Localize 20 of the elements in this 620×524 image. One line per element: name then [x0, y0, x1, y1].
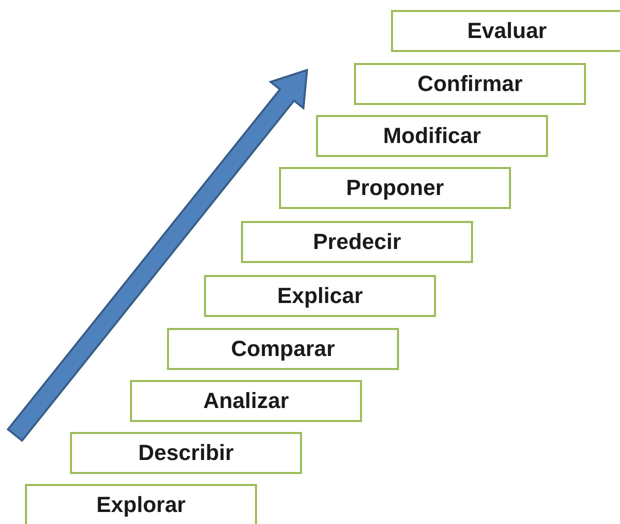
step-label: Explorar: [96, 492, 186, 518]
step-label: Confirmar: [417, 71, 523, 97]
step-label: Analizar: [203, 388, 289, 414]
step-box: [167, 328, 399, 370]
step-label: Evaluar: [467, 18, 547, 44]
step-box: [25, 484, 257, 524]
step-label: Comparar: [231, 336, 335, 362]
step-label: Proponer: [346, 175, 444, 201]
step-box: [130, 380, 362, 422]
step-box: [204, 275, 436, 317]
step-box: [70, 432, 302, 474]
step-box: [241, 221, 473, 263]
step-box: [391, 10, 620, 52]
step-label: Predecir: [312, 229, 402, 255]
step-label: Explicar: [277, 283, 363, 309]
step-label: Describir: [138, 440, 234, 466]
step-box: [316, 115, 548, 157]
step-box: [279, 167, 511, 209]
step-box: [354, 63, 586, 105]
step-label: Modificar: [383, 123, 481, 149]
